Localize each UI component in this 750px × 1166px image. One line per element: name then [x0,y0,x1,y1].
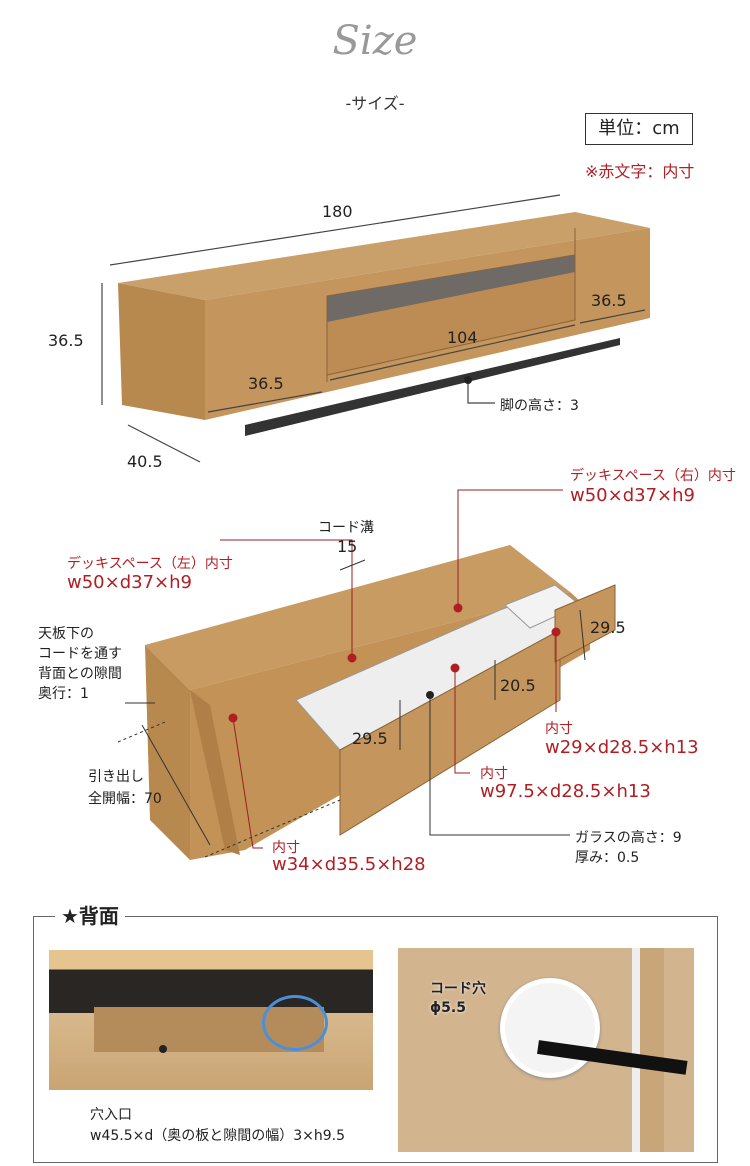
marker-dot [159,1045,167,1053]
red-text-note: ※赤文字：内寸 [585,162,695,181]
cord-hole-dims: ϕ5.5 [430,1000,466,1016]
deck-left-dims: w50×d37×h9 [67,572,192,593]
board-edge [632,948,664,1152]
back-gap-note: 天板下の コードを通す 背面との隙間 奥行：1 [38,624,122,704]
back-section-frame [33,916,718,1163]
deck-right-title: デッキスペース（右）内寸 [570,468,736,484]
unit-box: 単位：cm [585,113,693,145]
center-drawer-dims: w97.5×d28.5×h13 [480,781,651,802]
glass-line: ガラスの高さ：9 [575,830,682,846]
glass-window [327,255,575,322]
center-drawer-height: 20.5 [500,676,536,695]
deck-right-dims: w50×d37×h9 [570,485,695,506]
overall-depth: 40.5 [127,452,163,471]
detail-drawing [117,489,616,860]
drawer-open-width: 引き出し 全開幅：70 [88,766,162,810]
cord-hole-label: コード穴 [430,981,486,997]
cord-groove-value: 15 [337,537,358,556]
overall-height: 36.5 [48,331,84,350]
center-width: 104 [447,328,478,347]
back-gap-line: 背面との隙間 [38,666,122,682]
right-width: 36.5 [591,291,627,310]
cord-groove-title: コード溝 [318,520,374,536]
top-face [118,212,650,300]
left-drawer-height: 29.5 [352,729,388,748]
back-gap-line: コードを通す [38,646,122,662]
back-hole-photo [49,950,373,1090]
open-width-line: 引き出し [88,769,144,785]
size-subtitle: -サイズ- [345,94,405,113]
hole-label: 穴入口 [90,1107,132,1123]
left-side-face [118,283,205,420]
glass-line: 厚み：0.5 [575,850,640,866]
lan-cable [262,995,328,1051]
right-drawer-height: 29.5 [590,618,626,637]
back-section-title: ★背面 [55,900,125,929]
overview-drawing [101,194,650,463]
center-drawer-label: 内寸 [480,766,508,782]
left-width: 36.5 [248,374,284,393]
glass-note: ガラスの高さ：9 厚み：0.5 [575,828,682,868]
hole-dims: w45.5×d（奥の板と隙間の幅）3×h9.5 [90,1128,346,1144]
left-cabinet-dims: w34×d35.5×h28 [272,854,426,875]
leg-height: 脚の高さ：3 [500,398,579,414]
overall-width: 180 [322,202,353,221]
grommet [500,978,600,1078]
back-gap-line: 天板下の [38,626,94,642]
right-drawer-label: 内寸 [545,721,573,737]
right-drawer-dims: w29×d28.5×h13 [545,737,699,758]
plinth [245,338,620,436]
deck-left-title: デッキスペース（左）内寸 [67,556,233,572]
open-width-line: 全開幅：70 [88,791,162,807]
back-gap-line: 奥行：1 [38,686,89,702]
cord-hole-photo: コード穴 ϕ5.5 [398,948,694,1152]
size-script-title: Size [332,18,418,64]
left-cabinet-label: 内寸 [272,840,300,856]
